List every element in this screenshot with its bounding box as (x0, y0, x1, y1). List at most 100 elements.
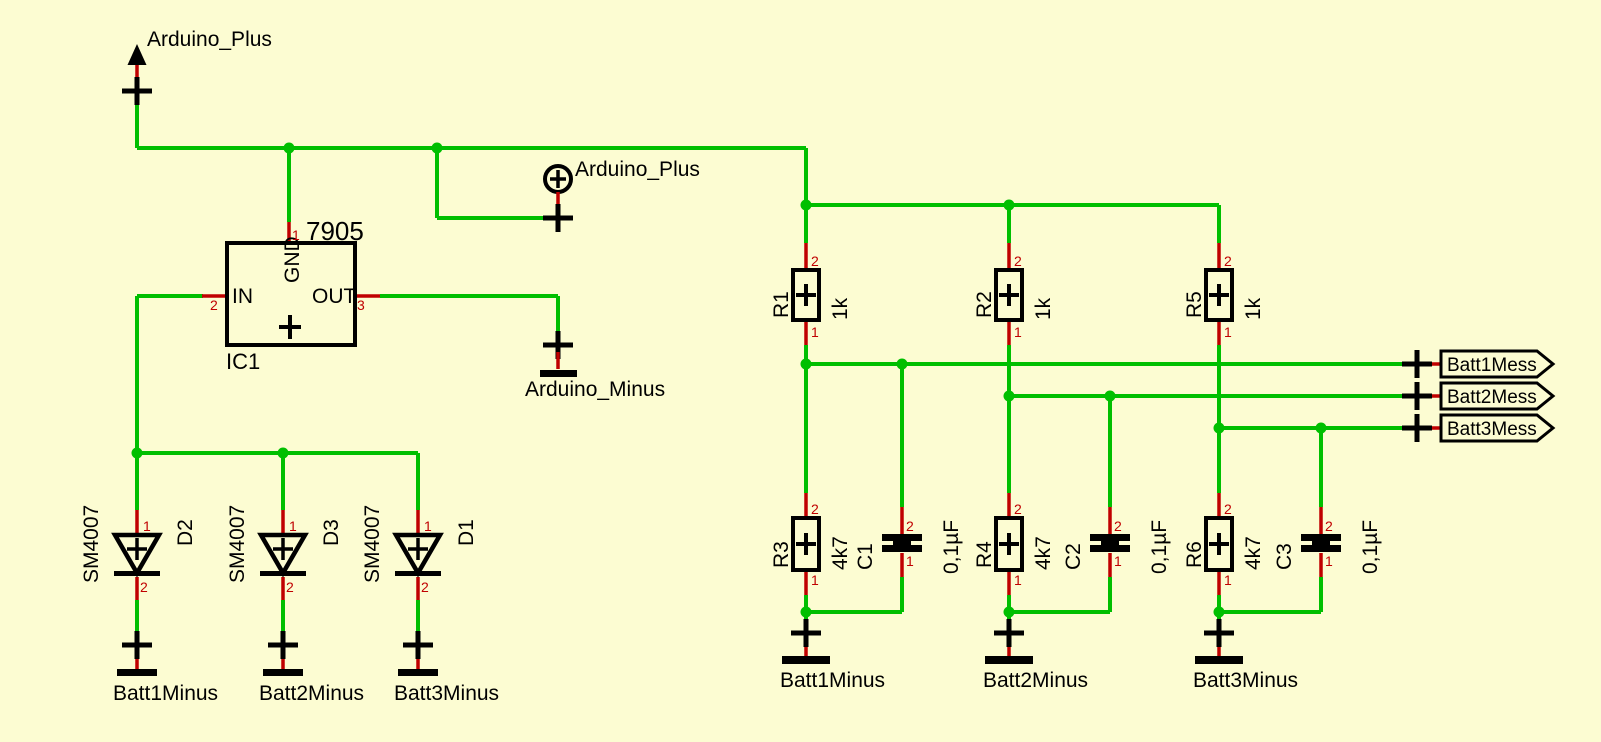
junction-dot (1315, 422, 1327, 434)
resistor-name-label: R2 (973, 291, 996, 318)
flag-label: Batt1Mess (1447, 355, 1537, 376)
net-flag-Batt3Mess[interactable]: Batt3Mess (1402, 413, 1556, 443)
flag-label: Batt2Mess (1447, 387, 1537, 408)
flag-outline[interactable] (1439, 413, 1556, 443)
resistor-R3[interactable]: R3 4k7 2 1 (770, 501, 852, 588)
resistor-value-label: 1k (1242, 297, 1265, 320)
pin-number-label: 2 (210, 297, 218, 313)
cap-plate (882, 534, 922, 541)
pin-number-label: 1 (811, 572, 819, 588)
ic-pin-gnd-label: GND (281, 236, 304, 283)
ground-bar (117, 669, 157, 676)
pin-number-label: 1 (811, 324, 819, 340)
ground-symbol[interactable]: Batt2Minus (259, 631, 364, 705)
pin-number-label: 1 (1224, 324, 1232, 340)
junction-dot (1104, 390, 1116, 402)
diode-D1[interactable]: SM4007 D1 1 2 (361, 505, 478, 595)
cap-polarity-mark (1101, 541, 1119, 545)
flag-label: Batt3Mess (1447, 419, 1537, 440)
pin-number-label: 1 (1014, 572, 1022, 588)
cap-plate (1301, 534, 1341, 541)
cap-plate (882, 545, 922, 552)
diode-name-label: D1 (455, 519, 478, 546)
supply-arduino-plus-arrow[interactable]: Arduino_Plus (122, 28, 272, 105)
ic-name-label: IC1 (226, 349, 260, 374)
capacitor-value-label: 0,1µF (1359, 520, 1382, 574)
pin-number-label: 2 (1114, 518, 1122, 534)
ic-body[interactable] (225, 241, 357, 347)
ground-bar (540, 370, 577, 377)
diode-triangle[interactable] (257, 532, 309, 578)
diode-cathode-bar (114, 571, 160, 576)
junction-dot (800, 199, 812, 211)
pin-number-label: 1 (289, 518, 297, 534)
supply-label: Arduino_Plus (575, 158, 700, 181)
ground-label: Batt3Minus (394, 682, 499, 705)
ground-label: Batt3Minus (1193, 669, 1298, 692)
ground-symbol[interactable]: Batt3Minus (394, 631, 499, 705)
supply-arrow-icon (127, 44, 147, 65)
diode-name-label: D2 (174, 519, 197, 546)
pin-number-label: 2 (286, 579, 294, 595)
ground-symbol[interactable]: Batt2Minus (983, 619, 1088, 692)
ground-symbol[interactable]: Batt1Minus (780, 619, 885, 692)
resistor-name-label: R4 (973, 541, 996, 568)
capacitor-C3[interactable]: C3 0,1µF 2 1 (1273, 518, 1382, 574)
supply-label: Arduino_Plus (147, 28, 272, 51)
resistor-name-label: R5 (1183, 291, 1206, 318)
junction-dot (1003, 606, 1015, 618)
junction-dot (800, 606, 812, 618)
supply-arduino-minus[interactable]: Arduino_Minus (525, 331, 665, 401)
ground-symbol[interactable]: Batt1Minus (113, 631, 218, 705)
pin-number-label: 2 (811, 253, 819, 269)
diode-name-label: D3 (320, 519, 343, 546)
supply-label: Arduino_Minus (525, 378, 665, 401)
ground-bar (1195, 656, 1243, 664)
pin-number-label: 1 (906, 553, 914, 569)
flag-outline[interactable] (1439, 381, 1556, 411)
resistor-R5[interactable]: R5 1k 2 1 (1183, 253, 1265, 340)
cap-polarity-mark (1312, 541, 1330, 545)
pin-number-label: 2 (1224, 501, 1232, 517)
capacitor-name-label: C3 (1273, 543, 1296, 570)
resistor-value-label: 4k7 (829, 536, 852, 570)
resistor-R4[interactable]: R4 4k7 2 1 (973, 501, 1055, 588)
pin-number-label: 2 (421, 579, 429, 595)
resistor-value-label: 4k7 (1032, 536, 1055, 570)
junction-dot (1003, 390, 1015, 402)
pin-number-label: 1 (1325, 553, 1333, 569)
pin-number-label: 2 (906, 518, 914, 534)
junction-dot (1003, 199, 1015, 211)
pin-number-label: 1 (143, 518, 151, 534)
ground-symbol[interactable]: Batt3Minus (1193, 619, 1298, 692)
net-flag-Batt2Mess[interactable]: Batt2Mess (1402, 381, 1556, 411)
diode-triangle[interactable] (392, 532, 444, 578)
pin-number-label: 2 (811, 501, 819, 517)
diode-cathode-bar (260, 571, 306, 576)
supply-arduino-plus-circle[interactable]: Arduino_Plus (543, 158, 700, 232)
pin-number-label: 2 (1325, 518, 1333, 534)
pin-number-label: 1 (1014, 324, 1022, 340)
net-flag-Batt1Mess[interactable]: Batt1Mess (1402, 349, 1556, 379)
ic-value-label: 7905 (306, 216, 364, 246)
diode-value-label: SM4007 (361, 505, 384, 583)
pin-number-label: 1 (424, 518, 432, 534)
ic-pin-in-label: IN (232, 285, 253, 308)
pin-number-label: 2 (1224, 253, 1232, 269)
resistor-name-label: R3 (770, 541, 793, 568)
pin-number-label: 3 (357, 297, 365, 313)
flag-outline[interactable] (1439, 349, 1556, 379)
resistor-value-label: 1k (1032, 297, 1055, 320)
pin-number-label: 2 (1014, 501, 1022, 517)
diode-triangle[interactable] (111, 532, 163, 578)
resistor-value-label: 1k (829, 297, 852, 320)
